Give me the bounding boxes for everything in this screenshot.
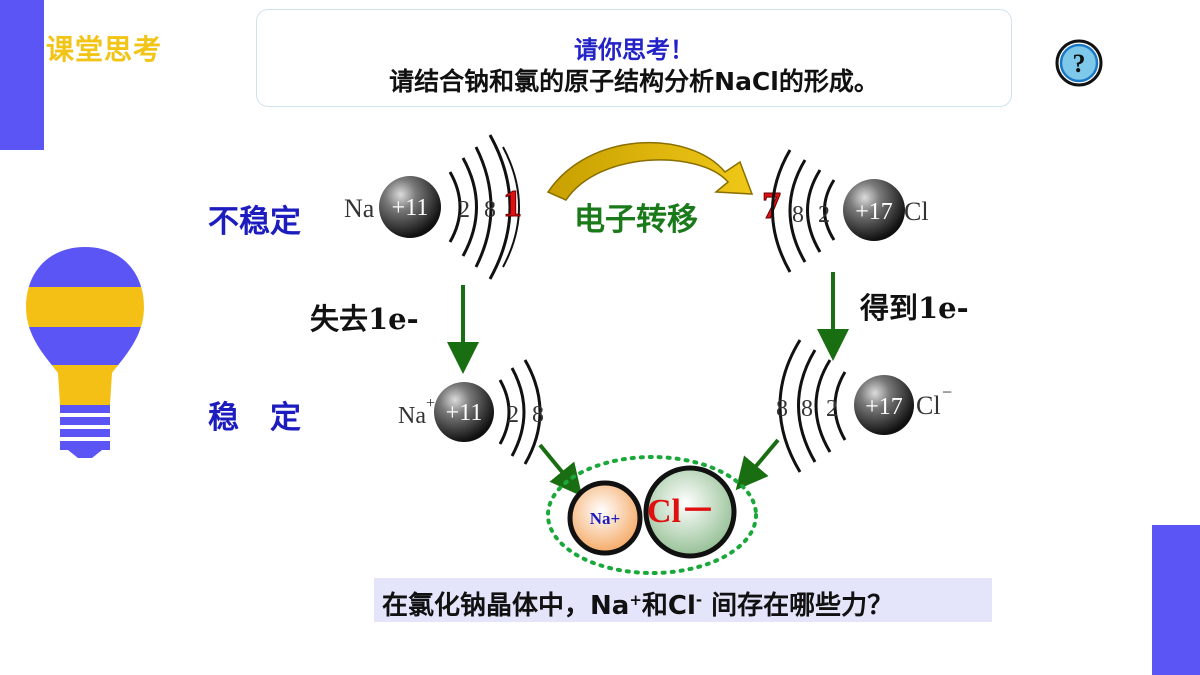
bottom-question-part3: 间存在哪些力？	[702, 591, 894, 621]
nacl-ion-pair: Na+ Cl－	[546, 455, 758, 575]
cl-ion-shell-1: 8	[776, 396, 788, 422]
cl-shell-1: 8	[792, 202, 804, 228]
gain-electron-label: 得到1e-	[860, 291, 969, 325]
cl-ion-shell-3: 2	[826, 396, 838, 422]
question-text: 请结合钠和氯的原子结构分析NaCl的形成。	[389, 67, 879, 96]
cl-ion-nucleus	[854, 375, 914, 435]
bottom-question-part2: 和Cl	[641, 591, 696, 621]
lose-electron-label: 失去1e-	[310, 302, 419, 336]
cl-atom: 7 8 2 +17 Cl	[762, 149, 929, 273]
na-shell-2: 8	[484, 197, 496, 223]
unstable-label: 不稳定	[208, 204, 301, 240]
na-ion-symbol: Na	[398, 403, 426, 429]
na-ion-nucleus	[434, 382, 494, 442]
cl-shell-2: 2	[818, 202, 830, 228]
electron-transfer-label: 电子转移	[574, 202, 698, 238]
cl-nucleus	[843, 179, 905, 241]
right-accent-bar	[1152, 525, 1200, 675]
left-accent-bar	[0, 0, 44, 150]
cl-ion-sphere	[643, 465, 737, 559]
cl-ion-sphere-label: Cl－	[647, 493, 715, 530]
na-atom: Na +11 2 8 1	[344, 134, 523, 280]
cl-ion-charge: −	[942, 382, 952, 402]
na-outer-electron: 1	[503, 183, 522, 225]
bottom-question-sup1: +	[629, 591, 642, 609]
cl-symbol: Cl	[904, 197, 929, 226]
bottom-question-sup2: -	[695, 591, 703, 609]
na-ion: Na + +11 2 8	[398, 359, 544, 465]
transfer-arc-arrow	[546, 141, 754, 201]
cl-ion-symbol: Cl	[916, 391, 941, 420]
bottom-question: 在氯化钠晶体中，Na+和Cl- 间存在哪些力？	[374, 578, 992, 622]
na-ion-to-pair-arrow	[538, 443, 583, 497]
ion-pair-dotted-ring	[546, 455, 758, 575]
na-ion-shell-1: 2	[507, 402, 519, 428]
na-ion-charge: +	[426, 395, 435, 412]
cl-ion-shell-2: 8	[801, 396, 813, 422]
question-box: 请你思考！ 请结合钠和氯的原子结构分析NaCl的形成。	[256, 9, 1012, 107]
section-title: 课堂思考	[46, 33, 163, 66]
na-shell-1: 2	[458, 197, 470, 223]
stable-label: 稳 定	[208, 400, 301, 436]
svg-text:?: ?	[1073, 49, 1086, 78]
na-nucleus	[379, 176, 441, 238]
question-mark-circle-icon[interactable]: ?	[1054, 38, 1104, 88]
na-ion-nucleus-charge: +11	[446, 400, 483, 426]
cl-ion-nucleus-charge: +17	[865, 394, 903, 420]
cl-ion: 8 8 2 +17 Cl −	[776, 339, 952, 473]
cl-nucleus-charge: +17	[855, 199, 893, 225]
na-ion-shell-2: 8	[532, 402, 544, 428]
na-ion-sphere-label: Na+	[590, 509, 620, 528]
na-ion-sphere	[567, 480, 643, 556]
na-nucleus-charge: +11	[392, 195, 429, 221]
lightbulb-icon	[26, 247, 144, 458]
cl-ion-to-pair-arrow	[735, 438, 780, 491]
question-title: 请你思考！	[574, 36, 694, 64]
bottom-question-part1: 在氯化钠晶体中，Na	[382, 591, 630, 621]
na-symbol: Na	[344, 194, 375, 223]
